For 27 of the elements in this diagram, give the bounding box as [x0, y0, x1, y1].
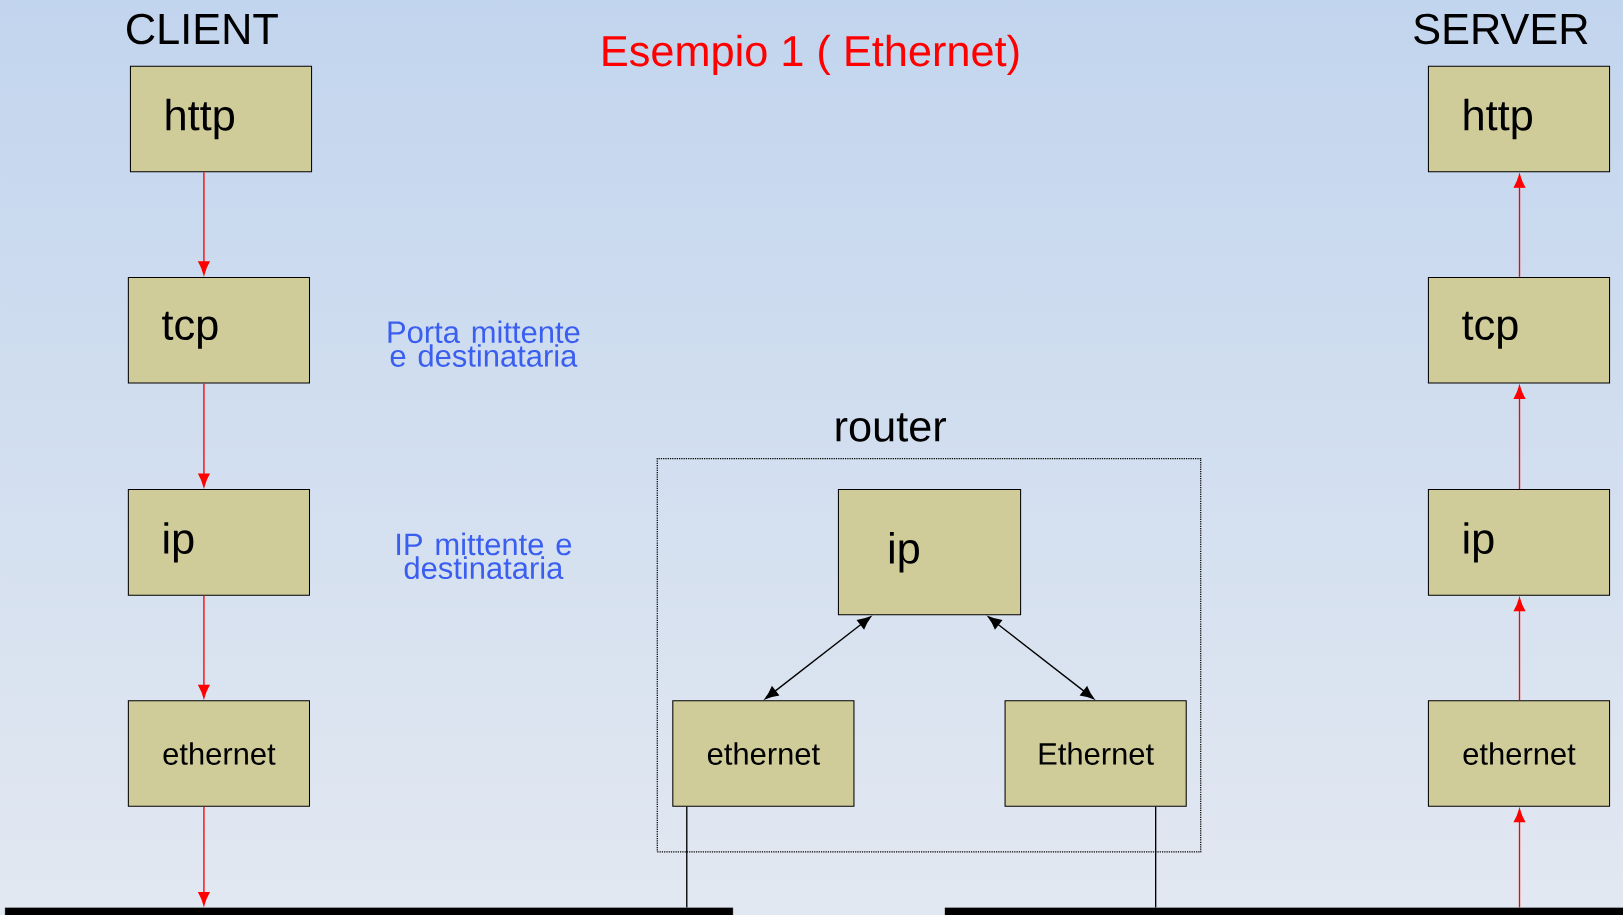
- arrow: [1513, 385, 1526, 490]
- arrow: [987, 616, 1095, 700]
- layer-box: ip: [837, 489, 1022, 616]
- layer-box: tcp: [127, 276, 310, 384]
- node-label: router: [836, 413, 947, 442]
- layer-box: ip: [127, 489, 310, 596]
- layer-box: ip: [1427, 489, 1611, 596]
- bus-bar: [944, 907, 1623, 915]
- text-label: Porta mittente e destinataria: [388, 320, 580, 367]
- layer-box: Ethernet: [1004, 700, 1187, 807]
- title: Esempio 1 ( Ethernet): [603, 34, 1019, 76]
- layer-box: http: [1427, 65, 1611, 173]
- arrow: [1513, 808, 1526, 909]
- arrow: [198, 595, 210, 699]
- text-label: IP mittente e destinataria: [397, 532, 572, 580]
- arrow: [1513, 174, 1526, 278]
- arrow: [1513, 597, 1526, 701]
- layer-box: http: [129, 65, 313, 173]
- layer-box: tcp: [1427, 276, 1611, 384]
- arrow: [764, 616, 872, 700]
- arrow: [198, 806, 210, 906]
- layer-box: ethernet: [127, 700, 310, 807]
- arrow: [198, 171, 210, 275]
- layer-box: ethernet: [1427, 700, 1611, 807]
- bus-bar: [4, 907, 734, 915]
- arrow: [198, 382, 210, 488]
- layer-box: ethernet: [672, 700, 855, 807]
